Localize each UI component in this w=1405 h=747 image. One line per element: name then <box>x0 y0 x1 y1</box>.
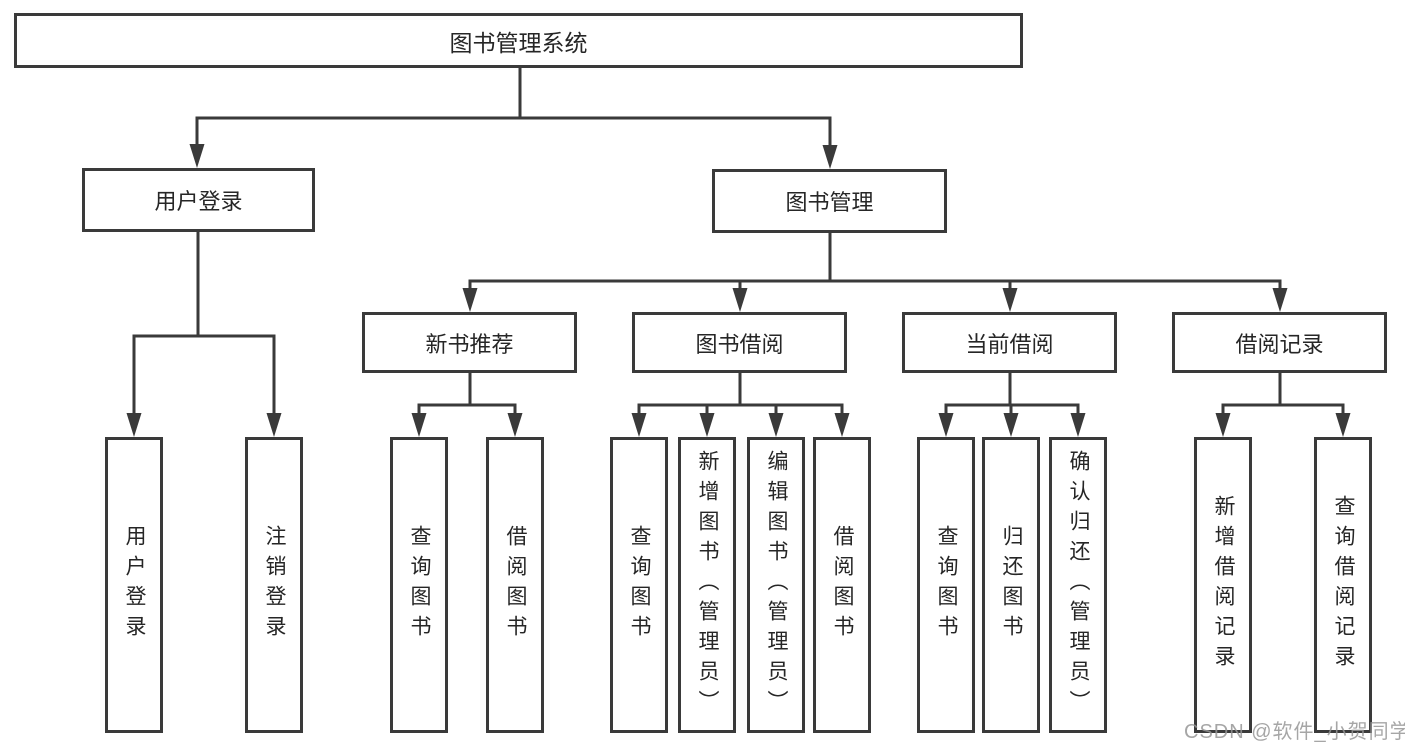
leaf-logout: 注销登录 <box>245 437 303 733</box>
leaf-query-borrow-record: 查询借阅记录 <box>1314 437 1372 733</box>
node-book-management: 图书管理 <box>712 169 947 233</box>
leaf-query-books-recommend: 查询图书 <box>390 437 448 733</box>
watermark: CSDN @软件_小贺同学 <box>1184 721 1405 743</box>
leaf-add-borrow-record: 新增借阅记录 <box>1194 437 1252 733</box>
node-book-management-system: 图书管理系统 <box>14 13 1023 68</box>
node-user-login: 用户登录 <box>82 168 315 232</box>
leaf-edit-book-admin: 编辑图书（管理员） <box>747 437 805 733</box>
node-new-book-recommend: 新书推荐 <box>362 312 577 373</box>
node-borrow-records: 借阅记录 <box>1172 312 1387 373</box>
node-current-borrow: 当前借阅 <box>902 312 1117 373</box>
leaf-add-book-admin: 新增图书（管理员） <box>678 437 736 733</box>
leaf-confirm-return-admin: 确认归还（管理员） <box>1049 437 1107 733</box>
leaf-query-books-current: 查询图书 <box>917 437 975 733</box>
node-book-borrow: 图书借阅 <box>632 312 847 373</box>
leaf-user-login: 用户登录 <box>105 437 163 733</box>
leaf-borrow-books-borrow: 借阅图书 <box>813 437 871 733</box>
leaf-borrow-books-recommend: 借阅图书 <box>486 437 544 733</box>
leaf-return-books: 归还图书 <box>982 437 1040 733</box>
leaf-query-books-borrow: 查询图书 <box>610 437 668 733</box>
